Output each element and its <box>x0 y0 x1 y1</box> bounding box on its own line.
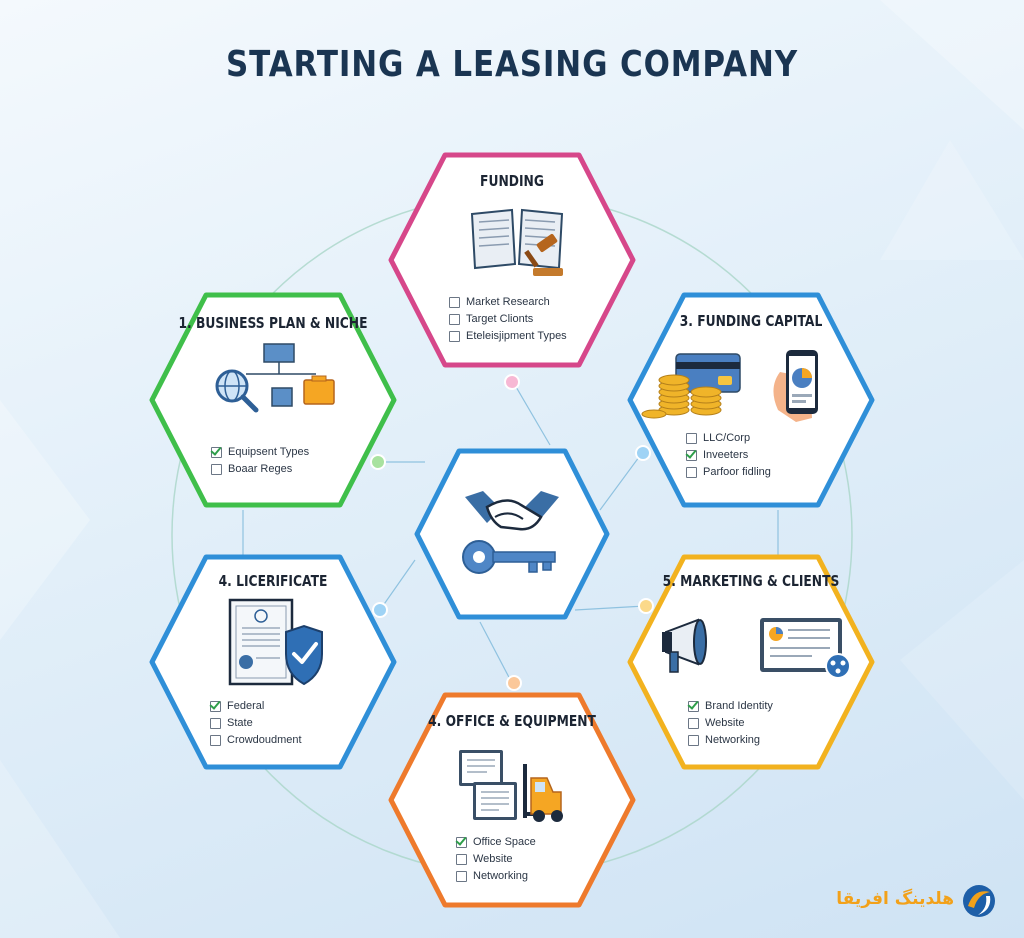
documents-forklift-icon <box>459 750 563 822</box>
checkbox-2[interactable] <box>449 331 460 342</box>
logo-text: هلدینگ افریقا <box>836 889 954 909</box>
checkbox-1[interactable] <box>456 854 467 865</box>
checkbox-1[interactable] <box>688 718 699 729</box>
checkbox-1[interactable] <box>686 450 697 461</box>
list-item[interactable]: Networking <box>688 732 773 749</box>
checklist: Market Research Target Clionts Eteleisji… <box>449 294 567 345</box>
list-item[interactable]: Boaar Reges <box>211 461 309 478</box>
globe-swirl-icon <box>963 885 995 917</box>
checkbox-0[interactable] <box>210 701 221 712</box>
checklist: Office Space Website Networking <box>456 834 536 885</box>
list-item[interactable]: Target Clionts <box>449 311 567 328</box>
list-item[interactable]: Office Space <box>456 834 536 851</box>
list-item[interactable]: Eteleisjipment Types <box>449 328 567 345</box>
hex-funding: FUNDING Market Research Target Clionts E… <box>387 150 637 370</box>
brand-logo: هلدینگ افریقا <box>832 880 1002 922</box>
list-item[interactable]: Federal <box>210 698 302 715</box>
hex-title: FUNDING <box>480 172 544 190</box>
hex-funding-capital: 3. FUNDING CAPITAL LLC/Corp Inveeters Pa… <box>626 290 876 510</box>
hex-business-plan: 1. BUSINESS PLAN & NICHE Equipsent Types… <box>148 290 398 510</box>
checkbox-0[interactable] <box>211 447 222 458</box>
list-item[interactable]: Brand Identity <box>688 698 773 715</box>
hex-title: 3. FUNDING CAPITAL <box>679 312 823 330</box>
list-item[interactable]: Crowdoudment <box>210 732 302 749</box>
hex-frame <box>414 448 610 620</box>
checkbox-2[interactable] <box>456 871 467 882</box>
book-gavel-icon <box>470 208 564 276</box>
page-title: STARTING A LEASING COMPANY <box>225 44 799 85</box>
checkbox-0[interactable] <box>688 701 699 712</box>
hex-title: 4. LICERIFICATE <box>218 572 328 590</box>
handshake-key-icon <box>462 491 559 574</box>
list-item[interactable]: Inveeters <box>686 447 771 464</box>
globe-search-network-icon <box>215 343 335 413</box>
checklist: LLC/Corp Inveeters Parfoor fidling <box>686 430 771 481</box>
hex-frame <box>627 554 875 770</box>
checkbox-0[interactable] <box>456 837 467 848</box>
connector-nodes <box>370 374 654 691</box>
hex-center <box>413 447 611 621</box>
checkbox-1[interactable] <box>449 314 460 325</box>
checkbox-1[interactable] <box>210 718 221 729</box>
list-item[interactable]: Networking <box>456 868 536 885</box>
checkbox-0[interactable] <box>686 433 697 444</box>
hex-office-equipment: 4. OFFICE & EQUIPMENT Office Space Websi… <box>387 690 637 910</box>
checkbox-2[interactable] <box>688 735 699 746</box>
checklist: Equipsent Types Boaar Reges <box>211 444 309 478</box>
checklist: Brand Identity Website Networking <box>688 698 773 749</box>
list-item[interactable]: Website <box>688 715 773 732</box>
list-item[interactable]: LLC/Corp <box>686 430 771 447</box>
checklist: Federal State Crowdoudment <box>210 698 302 749</box>
checkbox-0[interactable] <box>449 297 460 308</box>
certificate-shield-icon <box>228 598 323 686</box>
hex-licerificate: 4. LICERIFICATE Federal State Crowdoudme… <box>148 552 398 772</box>
hex-marketing-clients: 5. MARKETING & CLIENTS Brand Identity We… <box>626 552 876 772</box>
hex-title: 4. OFFICE & EQUIPMENT <box>428 712 596 730</box>
checkbox-1[interactable] <box>211 464 222 475</box>
coins-card-phone-icon <box>641 350 818 422</box>
list-item[interactable]: State <box>210 715 302 732</box>
list-item[interactable]: Equipsent Types <box>211 444 309 461</box>
list-item[interactable]: Parfoor fidling <box>686 464 771 481</box>
checkbox-2[interactable] <box>210 735 221 746</box>
list-item[interactable]: Market Research <box>449 294 567 311</box>
megaphone-dashboard-icon <box>662 618 851 679</box>
checkbox-2[interactable] <box>686 467 697 478</box>
hex-title: 5. MARKETING & CLIENTS <box>662 572 840 590</box>
hex-title: 1. BUSINESS PLAN & NICHE <box>178 314 368 332</box>
list-item[interactable]: Website <box>456 851 536 868</box>
